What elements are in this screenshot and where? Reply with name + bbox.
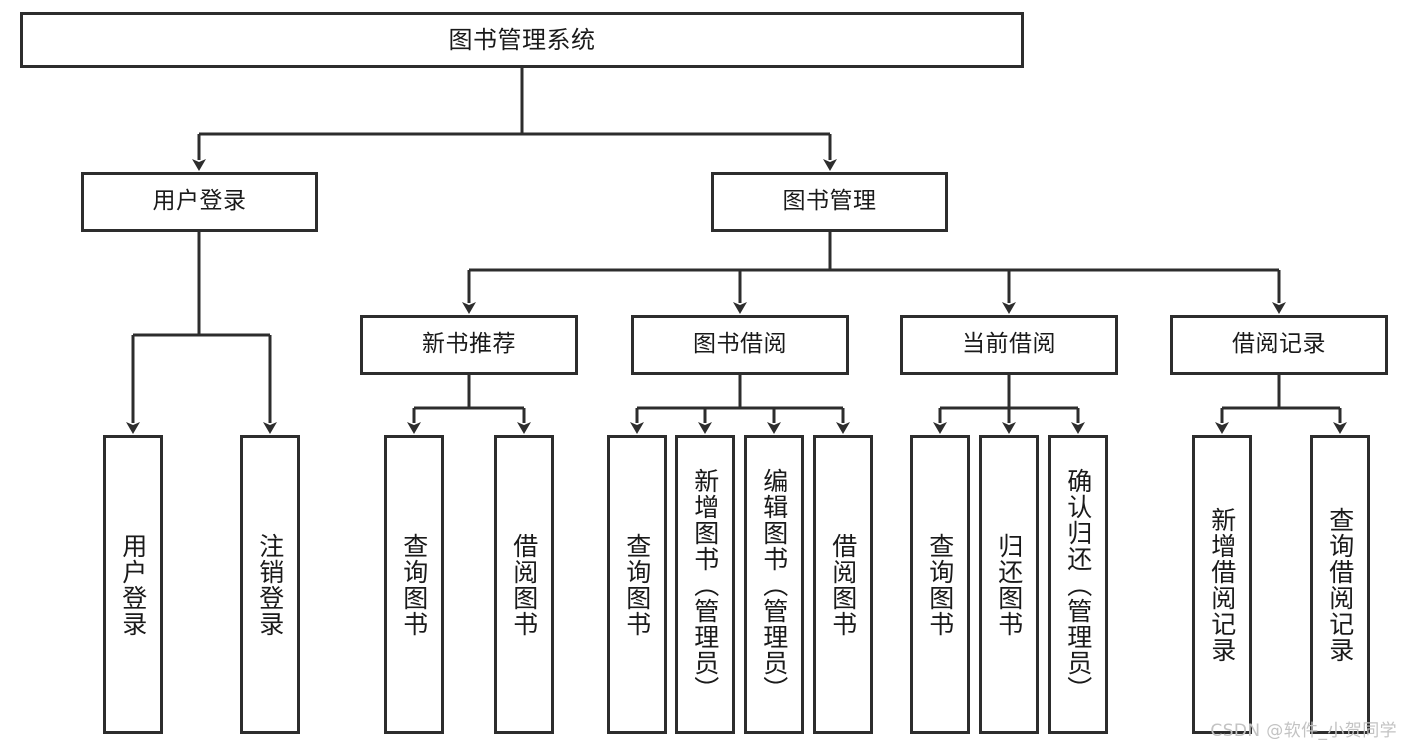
leaf-add-borrow-record[interactable]: 新增借阅记录 bbox=[1192, 435, 1252, 734]
leaf-confirm-return[interactable]: 确认归还（管理员） bbox=[1048, 435, 1108, 734]
node-label: 新书推荐 bbox=[422, 331, 516, 358]
node-label: 查询借阅记录 bbox=[1325, 506, 1355, 663]
node-label: 注销登录 bbox=[255, 532, 285, 637]
node-label: 借阅图书 bbox=[509, 532, 539, 637]
leaf-borrow-book[interactable]: 借阅图书 bbox=[813, 435, 873, 734]
node-label: 查询图书 bbox=[399, 532, 429, 637]
node-label: 查询图书 bbox=[622, 532, 652, 637]
leaf-query-book-recommend[interactable]: 查询图书 bbox=[384, 435, 444, 734]
node-label: 归还图书 bbox=[994, 532, 1024, 637]
node-label: 借阅图书 bbox=[828, 532, 858, 637]
node-new-book-recommend[interactable]: 新书推荐 bbox=[360, 315, 578, 375]
node-current-borrow[interactable]: 当前借阅 bbox=[900, 315, 1118, 375]
node-label: 用户登录 bbox=[118, 532, 148, 637]
leaf-logout-login[interactable]: 注销登录 bbox=[240, 435, 300, 734]
leaf-query-book-borrow[interactable]: 查询图书 bbox=[607, 435, 667, 734]
leaf-query-book-current[interactable]: 查询图书 bbox=[910, 435, 970, 734]
leaf-edit-book[interactable]: 编辑图书（管理员） bbox=[744, 435, 804, 734]
node-label: 新增借阅记录 bbox=[1207, 506, 1237, 663]
node-label: 查询图书 bbox=[925, 532, 955, 637]
watermark-text: CSDN @软件_小贺同学 bbox=[1210, 721, 1397, 741]
leaf-return-book[interactable]: 归还图书 bbox=[979, 435, 1039, 734]
leaf-borrow-book-recommend[interactable]: 借阅图书 bbox=[494, 435, 554, 734]
node-label: 当前借阅 bbox=[962, 331, 1056, 358]
node-label: 用户登录 bbox=[152, 188, 247, 215]
node-book-borrow[interactable]: 图书借阅 bbox=[631, 315, 849, 375]
node-root-system[interactable]: 图书管理系统 bbox=[20, 12, 1024, 68]
node-label: 编辑图书（管理员） bbox=[759, 467, 789, 702]
node-user-login[interactable]: 用户登录 bbox=[81, 172, 318, 232]
node-label: 图书管理系统 bbox=[448, 25, 596, 54]
node-borrow-record[interactable]: 借阅记录 bbox=[1170, 315, 1388, 375]
leaf-query-borrow-record[interactable]: 查询借阅记录 bbox=[1310, 435, 1370, 734]
node-label: 确认归还（管理员） bbox=[1063, 467, 1093, 702]
node-label: 图书管理 bbox=[782, 188, 877, 215]
leaf-add-book[interactable]: 新增图书（管理员） bbox=[675, 435, 735, 734]
node-book-management[interactable]: 图书管理 bbox=[711, 172, 948, 232]
node-label: 图书借阅 bbox=[693, 331, 787, 358]
node-label: 借阅记录 bbox=[1232, 331, 1326, 358]
leaf-user-login[interactable]: 用户登录 bbox=[103, 435, 163, 734]
node-label: 新增图书（管理员） bbox=[690, 467, 720, 702]
